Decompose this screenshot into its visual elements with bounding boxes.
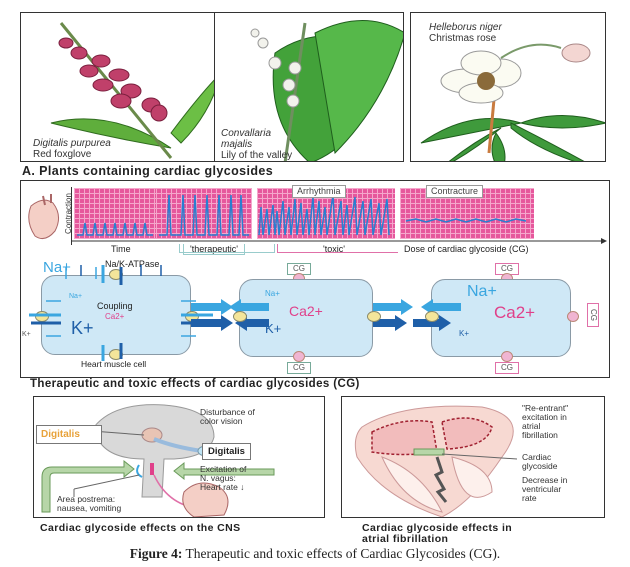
ecg-trace-baseline [77,222,153,236]
plant-panel-foxglove: Digitalis purpurea Red foxglove [20,12,215,162]
reentrant-line4: fibrillation [522,430,558,440]
dose-axis-label: Dose of cardiac glycoside (CG) [404,244,529,254]
area-postrema-line2: nausea, vomiting [57,503,122,513]
vagus-line3: Heart rate ↓ [200,482,245,492]
toxic-label: 'toxic' [323,244,345,254]
cell1-na-label: Na+ [43,259,71,276]
cell2 [239,279,373,357]
cell2-exchanger-left [233,311,247,322]
digitalis-label-right: Digitalis [202,443,251,460]
cell3-exchanger-left [425,311,439,322]
ecg-trace-contracture [405,218,527,223]
brain-illustration [41,404,275,517]
contracture-tag: Contracture [426,185,484,198]
contraction-axis-line [71,187,72,245]
cell2-k-label: K+ [265,321,282,336]
cell1-k-label: K+ [71,318,94,338]
cell3-cg-bottom: CG [495,362,519,374]
cell3-ca-label: Ca2+ [494,303,536,322]
figure-caption: Figure 4: Therapeutic and toxic effects … [0,546,630,562]
na-k-atpase-label: Na/K-ATPase [105,259,160,269]
christmas-rose-latin-name: Helleborus niger [429,22,502,33]
christmas-rose-common-name: Christmas rose [429,33,497,44]
reentrant-line3: atrial [522,421,541,431]
exchanger-arrows [191,299,461,331]
heart-cross-section-illustration [354,405,518,517]
ecg-segment-therapeutic [156,188,252,239]
vagus-line1: Excitation of [200,464,247,474]
therapeutic-bracket [179,244,275,253]
decrease-line3: rate [522,493,537,503]
figure-number: Figure 4: [129,546,183,561]
heart-muscle-cell-label: Heart muscle cell [81,359,147,369]
color-vision-line2: color vision [200,416,243,426]
christmas-rose-illustration [420,43,605,161]
ecg-trace-toxic [258,194,390,236]
cardiac-glycoside-line2: glycoside [522,461,558,471]
lily-common-name: Lily of the valley [221,150,293,161]
therapeutic-label: 'therapeutic' [183,244,245,255]
foxglove-latin-name: Digitalis purpurea [33,138,111,149]
plant-panel-christmas-rose: Helleborus niger Christmas rose [410,12,606,162]
cell3-cg-binding-bottom [501,351,513,362]
coupling-label: Coupling [97,301,133,311]
reentrant-line2: excitation in [522,412,567,422]
decrease-line2: ventricular [522,484,562,494]
cell2-exchanger-right [367,311,381,322]
time-label: Time [111,244,131,254]
cell2-cg-binding-bottom [293,351,305,362]
cell2-cg-bottom: CG [287,362,311,374]
cell3-cg-binding-right [567,311,579,322]
therapeutic-toxic-panel: Contraction Arrhythmia Contracture Time … [20,180,610,378]
digitalis-label-left: Digitalis [36,425,102,444]
lily-latin-name-line2: majalis [221,139,253,150]
ecg-trace-therapeutic [159,194,249,236]
lily-of-the-valley-illustration [250,20,403,161]
area-postrema-line1: Area postrema: [57,494,116,504]
cell2-ca-label: Ca2+ [289,303,323,319]
vagus-line2: N. vagus: [200,473,236,483]
af-panel-title-line2: atrial fibrillation [362,533,449,545]
decrease-line1: Decrease in [522,475,568,485]
cell2-na-label: Na+ [265,289,280,298]
cell3-na-label: Na+ [467,283,497,300]
cell1-k-outside-label: K+ [22,331,31,338]
ecg-segment-baseline [74,188,162,239]
color-vision-line1: Disturbance of [200,407,255,417]
plant-panel-lily: Convallaria majalis Lily of the valley [214,12,404,162]
cell3-k-label: K+ [459,329,470,338]
cns-panel: Digitalis Digitalis Disturbance of color… [33,396,325,518]
ecg-traces [71,194,607,244]
foxglove-illustration [50,22,214,159]
cell1-ca-label: Ca2+ [105,312,125,321]
reentrant-line1: "Re-entrant" [522,403,569,413]
lily-latin-name-line1: Convallaria [221,128,272,139]
cns-panel-title: Cardiac glycoside effects on the CNS [40,522,241,534]
section-a-title: A. Plants containing cardiac glycosides [22,164,274,178]
af-panel-title-line1: Cardiac glycoside effects in [362,522,513,534]
figure-caption-text: Therapeutic and toxic effects of Cardiac… [182,546,501,561]
arrhythmia-tag: Arrhythmia [292,185,346,198]
heart-icon [28,194,59,240]
dose-axis-arrow [601,238,607,244]
cardiac-glycoside-line1: Cardiac [522,452,552,462]
section-b-title: Therapeutic and toxic effects of cardiac… [30,378,360,390]
toxic-bracket [277,244,398,253]
cell1-na-inside-label: Na+ [69,293,83,300]
atrial-fibrillation-panel: "Re-entrant" excitation in atrial fibril… [341,396,605,518]
foxglove-common-name: Red foxglove [33,149,92,160]
